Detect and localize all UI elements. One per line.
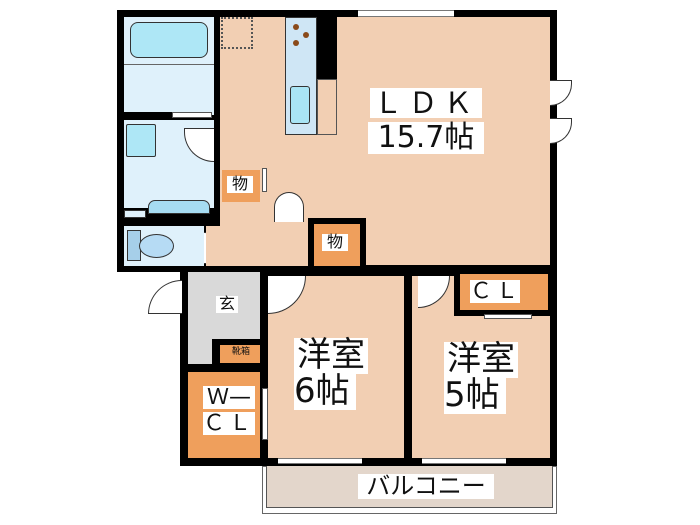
front-door-icon [148, 280, 182, 314]
ldk-name: ＬＤＫ [370, 88, 482, 118]
wic-label-line2: ＣＬ [203, 411, 256, 436]
storage-1-door [262, 168, 267, 192]
stove-burner-icon [293, 40, 299, 46]
hallway [206, 226, 308, 266]
room5-window [422, 458, 506, 464]
kitchen-wall [317, 17, 337, 79]
stove-burner-icon [303, 32, 309, 38]
toilet-bowl-icon [139, 234, 174, 258]
closet-door [484, 314, 532, 319]
bath-wall [124, 112, 172, 119]
kitchen-sink-icon [290, 86, 310, 124]
bath-door [172, 112, 212, 118]
western-room-6-size: 6帖 [294, 373, 356, 410]
washing-machine-icon [126, 124, 156, 157]
closet-label: ＣＬ [470, 279, 523, 304]
ldk-size: 15.7帖 [368, 122, 484, 154]
wash-shelf [124, 210, 146, 218]
ldk-top-window [358, 10, 454, 17]
hallway-upper [220, 206, 264, 226]
hall-door-icon [274, 192, 304, 222]
stove-burner-icon [293, 24, 299, 30]
room6-window [278, 458, 362, 464]
ldk-right-door-icon [550, 80, 572, 106]
kitchen-side-panel [317, 79, 337, 135]
refrigerator-space-icon [221, 17, 253, 49]
shoe-box-label: 靴箱 [231, 347, 250, 357]
shoe-box [220, 345, 260, 363]
western-room-6-name: 洋室 [294, 337, 368, 374]
balcony-label: バルコニー [358, 473, 494, 500]
western-room-5-size: 5帖 [444, 377, 506, 414]
entrance-label: 玄 [216, 295, 238, 313]
ldk-right-door-icon [550, 118, 572, 144]
western-room-5-name: 洋室 [444, 341, 518, 378]
bathtub-icon [130, 22, 208, 58]
wic-door [262, 388, 268, 440]
storage-1-label: 物 [227, 175, 253, 193]
washbasin-icon [148, 200, 210, 214]
wic-label-line1: Ｗ— [203, 386, 255, 409]
bathtub-frame [124, 17, 214, 65]
storage-2-label: 物 [322, 233, 348, 251]
